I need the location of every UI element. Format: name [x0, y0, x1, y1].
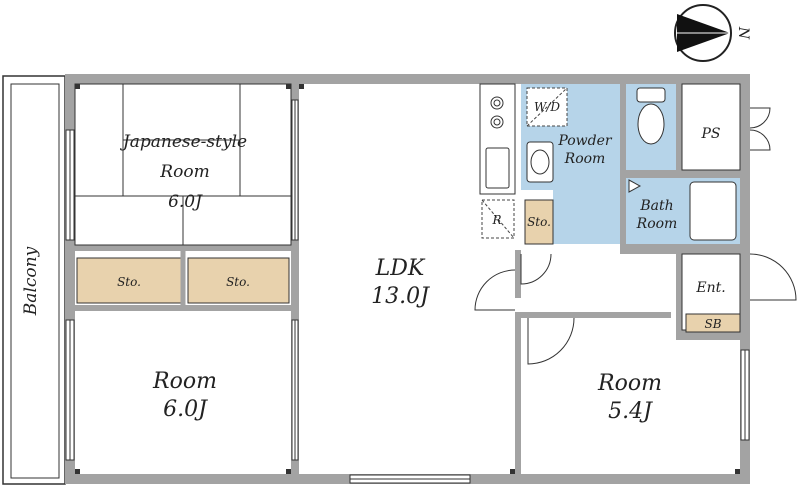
compass-label: N: [735, 26, 751, 40]
ps-label: PS: [700, 126, 720, 142]
bath-room-label-2: Room: [636, 216, 678, 232]
entrance-label: Ent.: [695, 280, 725, 296]
japanese-room-label-1: Japanese-style: [120, 132, 247, 152]
shoe-box-label: SB: [704, 317, 721, 331]
room-left-label: Room: [152, 369, 217, 394]
japanese-room-size: 6.0J: [168, 192, 203, 212]
refrigerator-label: R: [491, 213, 501, 227]
room-left-size: 6.0J: [163, 397, 208, 422]
pipe-space: [681, 83, 741, 171]
toilet-icon: [636, 87, 666, 145]
refrigerator-space: [481, 199, 515, 239]
outer-walls: [65, 74, 750, 484]
entrance-door: [749, 253, 797, 301]
corner-marks: [75, 84, 740, 474]
bath-room-label-1: Bath: [639, 198, 673, 214]
room-right-size: 5.4J: [608, 399, 653, 424]
storage-left-label: Sto.: [117, 275, 141, 289]
balcony: Balcony: [2, 75, 66, 485]
ps-door: [749, 107, 771, 151]
room-right-label: Room: [597, 371, 662, 396]
wash-basin-icon: [526, 141, 554, 183]
powder-room-label-1: Powder: [557, 133, 613, 149]
powder-room-label-2: Room: [564, 151, 606, 167]
washer-label: W/D: [534, 100, 560, 114]
balcony-label: Balcony: [21, 246, 41, 316]
ldk-size: 13.0J: [371, 284, 430, 309]
storage-hall-label-overlay: Sto.: [527, 215, 551, 229]
compass: N: [674, 4, 751, 62]
windows: [65, 99, 750, 484]
storage-right-label: Sto.: [226, 275, 250, 289]
door-swings: [474, 253, 575, 365]
japanese-room-label-2: Room: [159, 162, 209, 182]
step-marker-icon: [628, 179, 642, 193]
tatami-lines: [74, 83, 292, 246]
storage-closets: [76, 251, 290, 305]
washer-space: [526, 87, 568, 127]
ldk-label: LDK: [375, 256, 426, 281]
kitchen-counter: [479, 83, 516, 195]
shoe-box: [685, 313, 741, 333]
bathtub-icon: [689, 181, 737, 241]
